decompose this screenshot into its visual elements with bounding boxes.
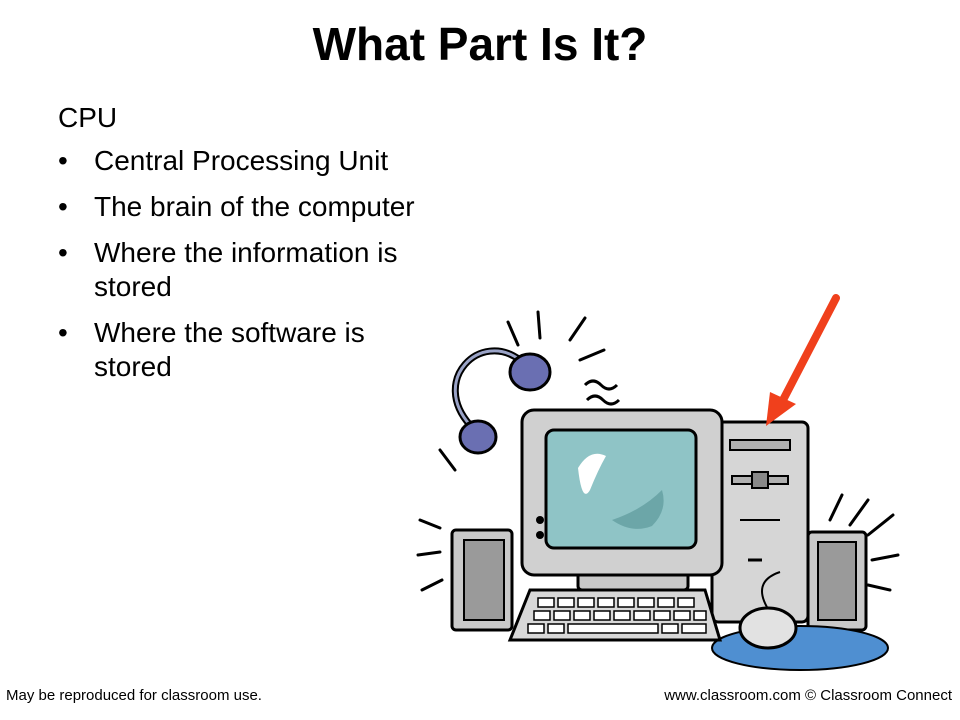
bullet-dot: • bbox=[58, 317, 68, 348]
headphones-icon bbox=[451, 347, 552, 455]
bullet-item: • Central Processing Unit bbox=[58, 144, 418, 178]
bullet-text: The brain of the computer bbox=[94, 191, 415, 222]
monitor-icon bbox=[520, 408, 724, 592]
bullet-item: • Where the information is stored bbox=[58, 236, 418, 304]
bullet-text: Central Processing Unit bbox=[94, 145, 389, 176]
bullet-dot: • bbox=[58, 191, 68, 222]
bullet-list: • Central Processing Unit • The brain of t… bbox=[58, 144, 418, 396]
arrow-icon bbox=[766, 294, 840, 426]
speaker-icon bbox=[450, 528, 514, 632]
cpu-tower-icon bbox=[710, 420, 810, 624]
bullet-item: • Where the software is stored bbox=[58, 316, 418, 384]
mouse-pad bbox=[711, 625, 889, 671]
action-lines-icon bbox=[416, 310, 900, 592]
keyboard-icon bbox=[507, 588, 723, 642]
bullet-text: Where the software is stored bbox=[94, 317, 365, 382]
computer-illustration bbox=[416, 294, 900, 671]
footer-right-text: www.classroom.com © Classroom Connect bbox=[664, 687, 952, 704]
bullet-dot: • bbox=[58, 237, 68, 268]
slide-title: What Part Is It? bbox=[312, 18, 648, 70]
mouse-icon bbox=[738, 571, 798, 650]
bullet-dot: • bbox=[58, 145, 68, 176]
slide-heading: CPU bbox=[58, 102, 118, 133]
bullet-text: Where the information is stored bbox=[94, 237, 398, 302]
bullet-item: • The brain of the computer bbox=[58, 190, 418, 224]
footer-left-text: May be reproduced for classroom use. bbox=[6, 687, 262, 704]
speaker-icon bbox=[806, 530, 868, 632]
